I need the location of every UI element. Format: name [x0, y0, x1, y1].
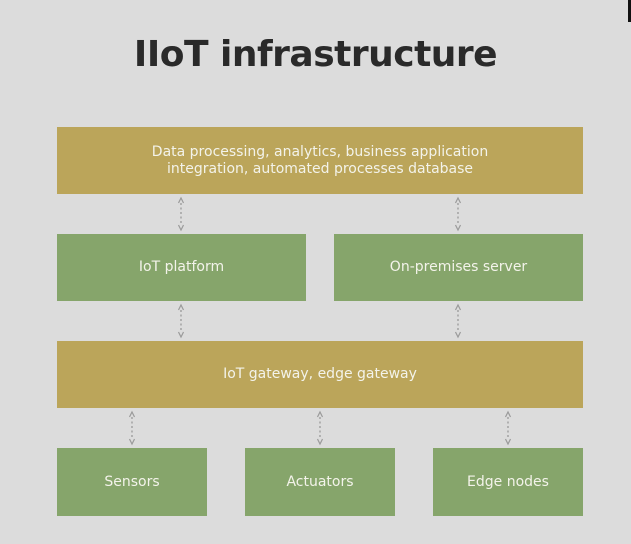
connector-platform-gateway	[177, 303, 185, 339]
connector-gateway-sensors	[128, 410, 136, 446]
corner-mark	[628, 0, 631, 22]
connector-gateway-edge-nodes	[504, 410, 512, 446]
sensors-label: Sensors	[104, 473, 160, 490]
edge-nodes-box: Edge nodes	[433, 448, 583, 516]
gateway-layer-box: IoT gateway, edge gateway	[57, 341, 583, 408]
sensors-box: Sensors	[57, 448, 207, 516]
diagram-title: IIoT infrastructure	[133, 34, 498, 75]
application-layer-line-2: integration, automated processes databas…	[166, 160, 474, 177]
actuators-label: Actuators	[286, 473, 354, 490]
application-layer-line-1: Data processing, analytics, business app…	[151, 143, 489, 160]
iot-platform-box: IoT platform	[57, 234, 306, 301]
edge-nodes-label: Edge nodes	[467, 473, 549, 490]
actuators-box: Actuators	[245, 448, 395, 516]
iot-platform-label: IoT platform	[138, 259, 225, 275]
gateway-layer-label: IoT gateway, edge gateway	[223, 366, 417, 382]
connector-app-server	[454, 196, 462, 232]
connector-gateway-actuators	[316, 410, 324, 446]
on-premises-server-label: On-premises server	[389, 259, 528, 275]
application-layer-box: Data processing, analytics, business app…	[57, 127, 583, 194]
on-premises-server-box: On-premises server	[334, 234, 583, 301]
connector-app-platform	[177, 196, 185, 232]
connector-server-gateway	[454, 303, 462, 339]
